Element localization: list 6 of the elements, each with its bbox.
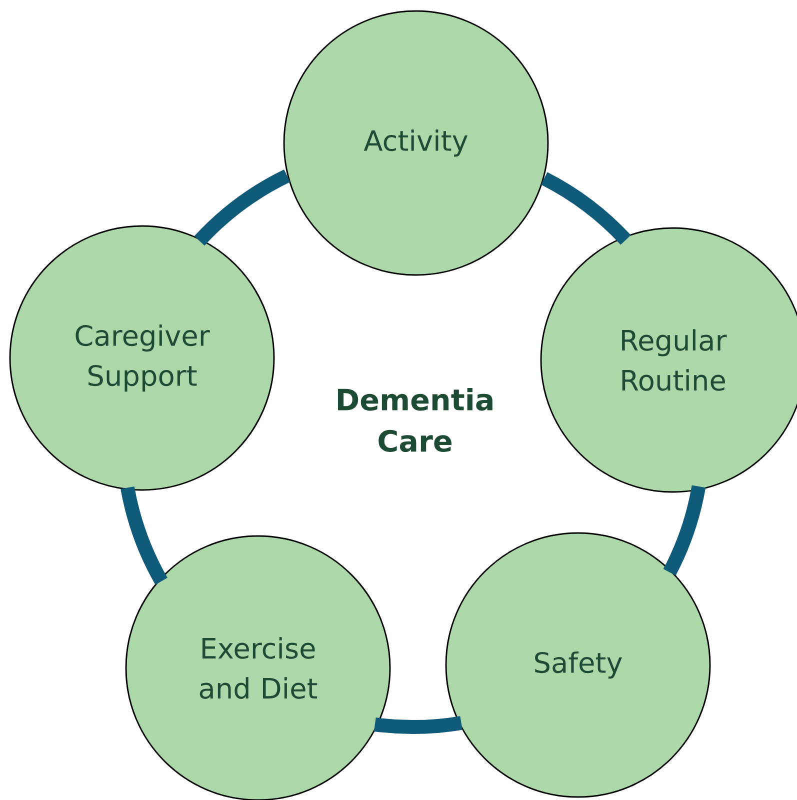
ring-arc <box>194 170 290 246</box>
ring-arc <box>120 486 168 585</box>
center-title: Dementia Care <box>338 388 492 452</box>
ring-arc <box>663 485 706 576</box>
ring-arc <box>540 172 631 245</box>
ring-arc <box>374 716 462 734</box>
